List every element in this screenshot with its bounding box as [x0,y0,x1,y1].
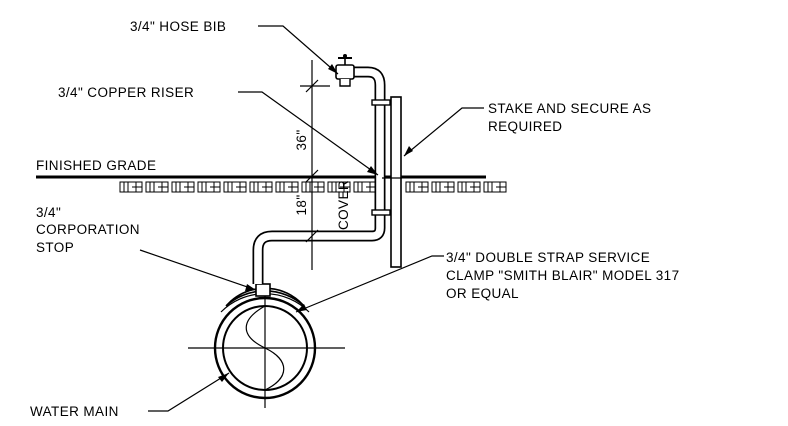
water-main [188,284,345,408]
riser-band-lower [371,209,391,216]
label-clamp-line3: OR EQUAL [446,286,519,301]
label-finished-grade: FINISHED GRADE [36,158,156,173]
dimension-18 [305,178,319,270]
dim-cover-text: COVER [336,180,351,230]
leader-hose-bib [258,25,339,75]
label-clamp-line2: CLAMP "SMITH BLAIR" MODEL 317 [446,268,680,283]
dim-18-text: 18" [294,194,309,215]
soil-hatch [119,181,507,193]
water-main-outer [213,296,317,400]
dimension-36 [300,60,330,183]
dim-36-text: 36" [294,129,309,150]
label-stake-line2: REQUIRED [488,119,562,134]
service-clamp-saddle [225,287,305,307]
label-copper-riser: 3/4" COPPER RISER [58,85,194,100]
label-water-main: WATER MAIN [30,404,119,419]
water-main-s-curve [245,305,285,391]
riser-band-upper [371,99,391,106]
leader-water-main [148,372,230,412]
label-stake-line1: STAKE AND SECURE AS [488,101,651,116]
label-corp-stop-line2: CORPORATION [36,222,140,237]
label-hose-bib: 3/4" HOSE BIB [130,19,226,34]
leader-corporation-stop [139,249,257,291]
leader-copper-riser [238,91,379,176]
label-corp-stop-line3: STOP [36,240,74,255]
hose-bib [335,54,355,87]
stake [390,96,402,268]
label-corp-stop-line1: 3/4" [36,205,61,220]
leader-stake [403,107,484,157]
label-clamp-line1: 3/4" DOUBLE STRAP SERVICE [446,250,650,265]
corporation-stop [255,283,271,297]
leader-service-clamp [295,255,444,313]
